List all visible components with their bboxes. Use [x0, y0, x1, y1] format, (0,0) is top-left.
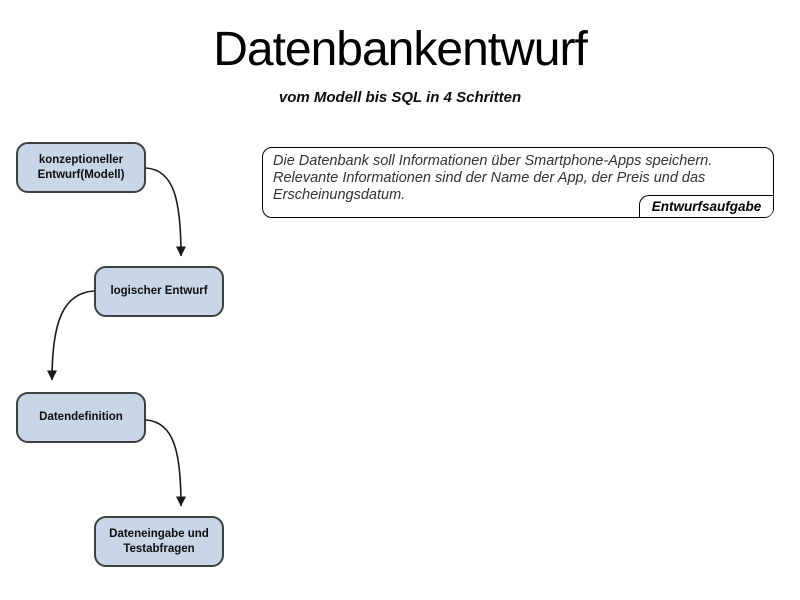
flow-step-label: konzeptioneller Entwurf(Modell): [37, 153, 125, 181]
flow-step-konzeptioneller-entwurf[interactable]: konzeptioneller Entwurf(Modell): [16, 142, 146, 193]
flow-step-dateneingabe-testabfragen[interactable]: Dateneingabe und Testabfragen: [94, 516, 224, 567]
task-note-text: Die Datenbank soll Informationen über Sm…: [273, 153, 713, 203]
flow-step-logischer-entwurf[interactable]: logischer Entwurf: [94, 266, 224, 317]
slide-subtitle: vom Modell bis SQL in 4 Schritten: [278, 89, 522, 106]
connector-step3-step4: [145, 419, 186, 507]
flow-step-label: Datendefinition: [39, 411, 123, 424]
flow-step-label: logischer Entwurf: [110, 285, 208, 298]
task-note-tag: Entwurfsaufgabe: [639, 195, 773, 217]
flow-step-label: Dateneingabe und Testabfragen: [109, 527, 209, 555]
task-note-box[interactable]: Die Datenbank soll Informationen über Sm…: [262, 147, 774, 218]
connector-step2-step3: [47, 290, 95, 381]
task-note-tag-label: Entwurfsaufgabe: [651, 199, 762, 214]
slide-title: Datenbankentwurf: [213, 23, 588, 76]
connector-step1-step2: [145, 167, 186, 257]
flow-step-datendefinition[interactable]: Datendefinition: [16, 392, 146, 443]
